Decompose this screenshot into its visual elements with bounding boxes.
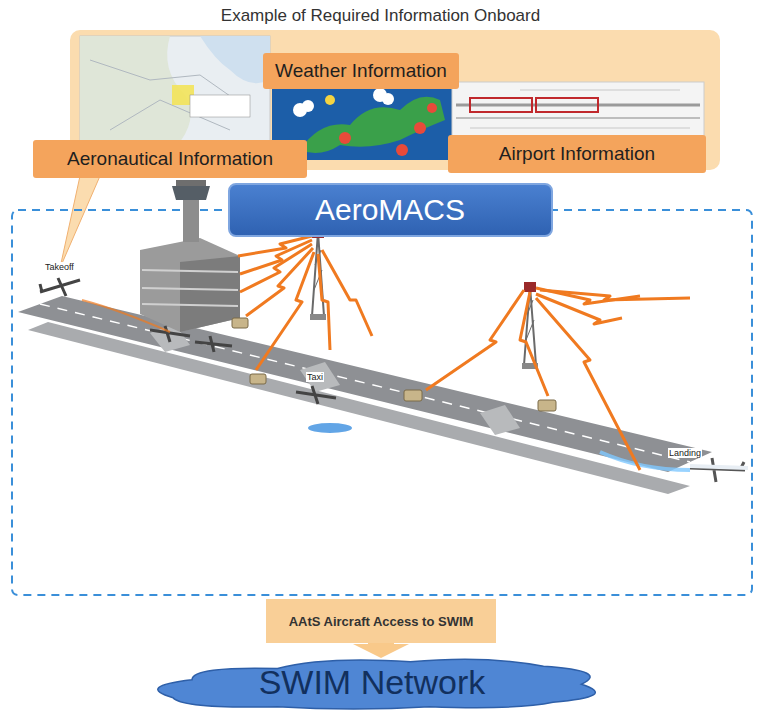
airport-diagram-image [452, 82, 704, 138]
takeoff-aircraft [40, 278, 170, 332]
diagram-title: Example of Required Information Onboard [0, 6, 761, 26]
network-cloud: SWIM Network [135, 654, 610, 710]
parked-aircraft [150, 326, 232, 352]
aeromacs-region [12, 210, 752, 595]
control-tower [140, 180, 240, 332]
info-label: Airport Information [448, 135, 706, 173]
node-text: Airport Information [499, 143, 655, 165]
taxi-aircraft [296, 386, 336, 404]
info-label: Aeronautical Information [33, 140, 307, 178]
node-text: AeroMACS [315, 193, 465, 227]
phase-label: Takeoff [44, 262, 75, 272]
flow-arrow [353, 643, 409, 658]
node-text: Weather Information [275, 60, 447, 82]
node-text: SWIM Network [259, 663, 486, 702]
node-text: AAtS Aircraft Access to SWIM [289, 614, 474, 629]
phase-label: Taxi [306, 372, 324, 382]
map-image [80, 36, 270, 148]
info-label: Weather Information [263, 53, 459, 89]
network-box: AeroMACS [228, 183, 553, 237]
arrow-shape [353, 643, 409, 658]
landing-aircraft [690, 458, 748, 482]
node-text: Aeronautical Information [67, 148, 273, 170]
antenna-tower [310, 228, 326, 320]
runway [18, 296, 712, 494]
radio-link [238, 236, 690, 470]
access-arrow-box: AAtS Aircraft Access to SWIM [266, 599, 496, 643]
phase-label: Landing [668, 448, 702, 458]
callout-wedge [60, 176, 100, 268]
